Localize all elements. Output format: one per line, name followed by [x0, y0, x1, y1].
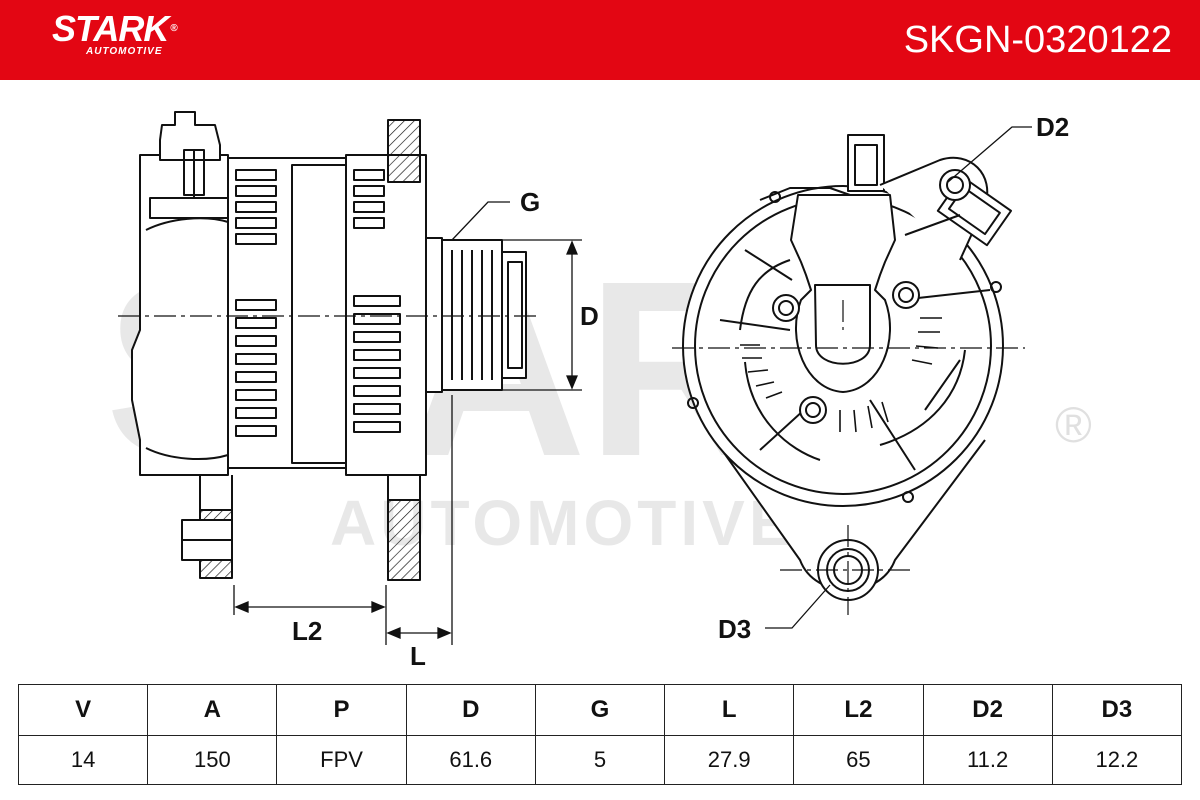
cooling-ribs-front	[353, 169, 401, 433]
stark-logo: STARK® AUTOMOTIVE	[52, 8, 178, 58]
watermark-registered-mark: ®	[1055, 397, 1092, 453]
dimension-d2-leader	[947, 126, 1032, 183]
spec-table-value-row: 14 150 FPV 61.6 5 27.9 65 11.2 12.2	[17, 735, 1183, 785]
dimension-d	[500, 239, 582, 391]
spec-table-header-row: V A P D G L L2 D2 D3	[17, 684, 1183, 736]
dimension-g-leader	[451, 201, 510, 241]
label-d3: D3	[718, 614, 751, 644]
spec-value: 5	[534, 735, 666, 785]
spec-value: 150	[147, 735, 278, 785]
pulley-grooves	[451, 250, 493, 380]
spec-value: 27.9	[664, 735, 795, 785]
spec-value: FPV	[276, 735, 407, 785]
alternator-front-view	[682, 134, 1013, 601]
spec-value: 11.2	[922, 735, 1053, 785]
front-view-centerlines	[672, 300, 1025, 615]
cooling-ribs-rear	[235, 169, 277, 437]
label-g: G	[520, 187, 540, 217]
logo-registered-mark: ®	[170, 23, 177, 34]
part-number: SKGN-0320122	[903, 19, 1172, 61]
housing-bolts	[772, 281, 920, 424]
spec-header: D2	[922, 684, 1053, 736]
spec-header: L2	[793, 684, 924, 736]
logo-text: STARK	[52, 8, 169, 49]
label-d2: D2	[1036, 112, 1069, 142]
spec-header: D	[405, 684, 536, 736]
label-l2: L2	[292, 616, 322, 646]
technical-drawing: STARK AUTOMOTIVE ®	[105, 111, 1092, 671]
spec-table: V A P D G L L2 D2 D3 14 150 FPV 61.6 5 2…	[17, 684, 1183, 785]
header-bar: STARK® AUTOMOTIVE SKGN-0320122	[0, 0, 1200, 80]
spec-header: D3	[1051, 684, 1183, 736]
spec-header: L	[664, 684, 795, 736]
label-d: D	[580, 301, 599, 331]
dimension-l2-l	[233, 395, 453, 645]
spec-value: 65	[793, 735, 924, 785]
spec-header: P	[276, 684, 407, 736]
dimension-d3-leader	[765, 584, 831, 629]
label-l: L	[410, 641, 426, 671]
spec-header: A	[147, 684, 278, 736]
spec-header: G	[534, 684, 666, 736]
vent-slots	[740, 317, 942, 433]
spec-value: 61.6	[405, 735, 536, 785]
spec-value: 14	[17, 735, 149, 785]
alternator-side-view	[131, 111, 527, 581]
spec-value: 12.2	[1051, 735, 1183, 785]
spec-header: V	[17, 684, 149, 736]
logo-subtitle: AUTOMOTIVE	[86, 46, 163, 57]
